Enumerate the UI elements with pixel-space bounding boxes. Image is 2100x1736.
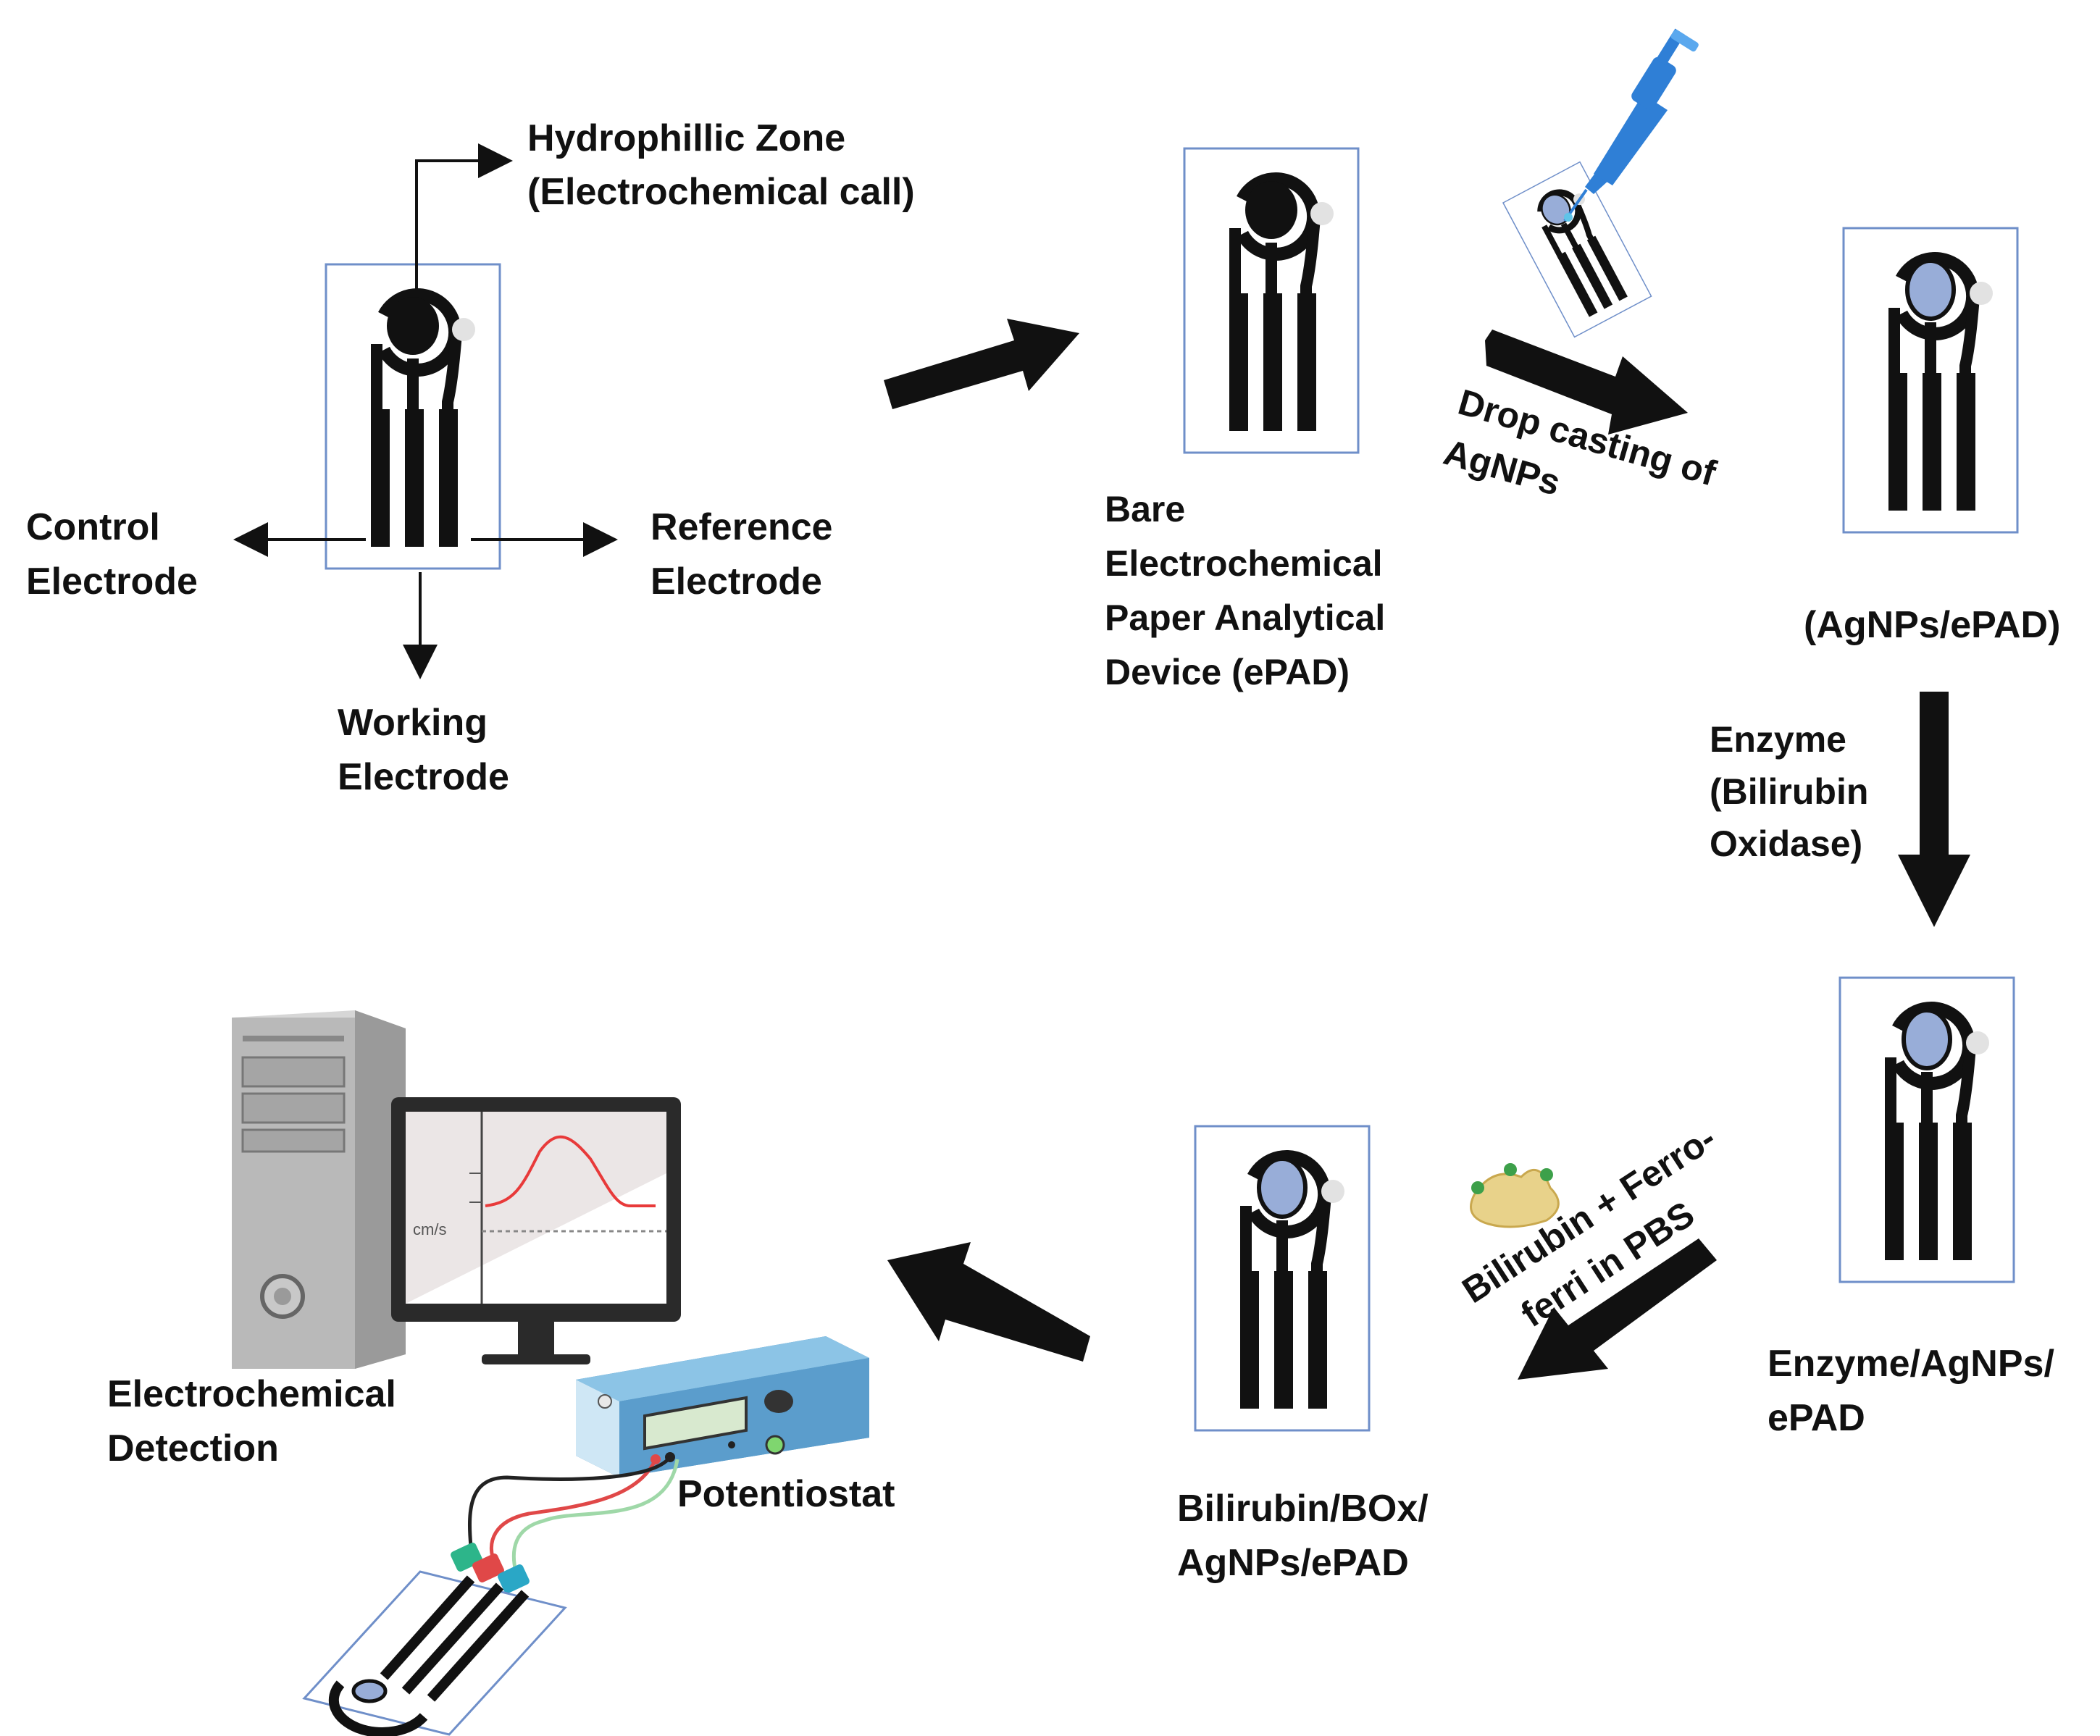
enzyme-step-label: Enzyme (Bilirubin Oxidase) [1710,719,1878,864]
computer-tower-icon [232,1010,406,1369]
potentiostat-label: Potentiostat [677,1473,895,1515]
bare-epad [1184,148,1358,453]
labeled-electrode [326,264,500,569]
flow-arrow-icon [884,319,1079,409]
enzyme-agnps-epad [1840,978,2014,1282]
reference-electrode-label: Reference Electrode [651,506,843,603]
hydrophilic-zone-spot [387,297,439,355]
agnps-epad-label: (AgNPs/ePAD) [1804,604,2060,646]
flow-arrow-icon [887,1242,1090,1362]
agnp-drop [1541,193,1571,226]
drop-casting-label: Drop casting of AgNPs [1439,382,1730,547]
bilirubin-molecule-icon [1470,1163,1560,1228]
wire-red [489,1458,658,1558]
clip-red [472,1553,504,1582]
enzyme-agnps-epad-label: Enzyme/AgNPs/ ePAD [1768,1343,2065,1439]
control-electrode-label: Control Electrode [26,506,198,603]
electrochemical-detection-label: Electrochemical Detection [107,1373,406,1469]
hydrophilic-zone-spot [1245,181,1297,239]
connected-electrode [302,1570,567,1736]
monitor-icon: cm/s [391,1097,681,1364]
agnps-epad [1844,228,2017,532]
potentiostat-icon [576,1336,869,1477]
bilirubin-coated-spot [1257,1157,1308,1219]
flow-arrow-icon [1518,1238,1717,1380]
electrode-icon [1503,162,1652,337]
hydrophilic-pointer-arrow [415,143,513,293]
clip-blue [498,1564,530,1593]
wire-green [511,1459,679,1572]
tilted-electrode [1503,162,1652,337]
wire-black [468,1456,672,1547]
hydrophilic-zone-label: Hydrophillic Zone (Electrochemical call) [527,117,915,213]
flow-arrow-icon [1898,692,1970,927]
monitor-axis-unit: cm/s [413,1220,446,1238]
agnp-coated-spot [1905,259,1956,321]
pipette-icon [1563,28,1699,222]
bare-epad-label: Bare Electrochemical Paper Analytical De… [1105,489,1395,692]
enzyme-coated-spot [1902,1008,1952,1070]
bilirubin-box-agnps-epad-label: Bilirubin/BOx/ AgNPs/ePAD [1177,1488,1439,1584]
working-electrode-label: Working Electrode [338,702,509,798]
bilirubin-box-agnps-epad [1195,1126,1369,1430]
flow-arrow-icon [1485,330,1688,435]
